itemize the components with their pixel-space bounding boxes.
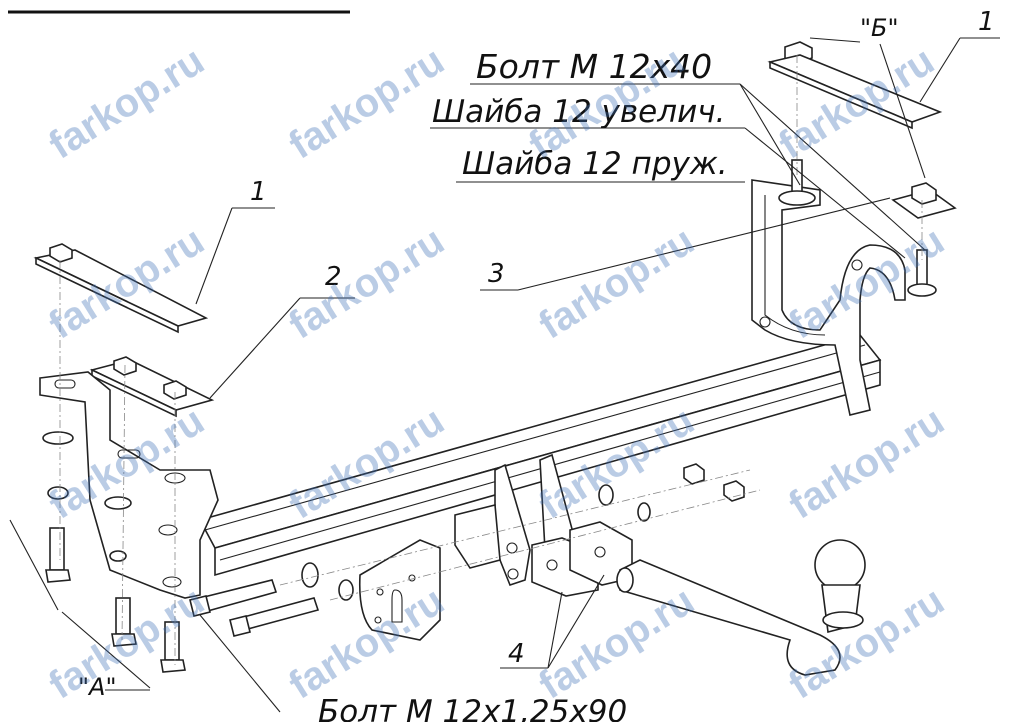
callout-washer-spring: Шайба 12 пруж. [462,146,728,182]
ref-part-3: 3 [488,259,505,289]
plate-2-left [89,356,215,418]
tow-ball [814,539,866,634]
ref-part-2: 2 [325,262,342,292]
left-washers [42,431,132,562]
plate-1-right [767,54,943,130]
right-bolt-upper [778,159,816,206]
watermark-text: farkop.ru [781,398,951,527]
ref-view-a: "А" [78,673,117,701]
watermark-text: farkop.ru [531,578,701,707]
ref-part-4: 4 [508,639,525,669]
right-bracket [751,179,906,416]
ref-part-1-right: 1 [978,7,995,37]
plate-1-left [33,243,209,334]
long-bolts [189,579,320,637]
watermark-text: farkop.ru [281,38,451,167]
watermark-text: farkop.ru [41,38,211,167]
callout-bolt-bottom: Болт М 12х1,25х90 [318,694,627,722]
cross-beam [198,334,882,577]
watermark-text: farkop.ru [281,218,451,347]
right-washer-plate [891,182,957,219]
ball-arm [616,559,841,676]
watermark-text: farkop.ru [41,218,211,347]
callout-bolt-m12x40: Болт М 12х40 [476,47,712,86]
left-side-bracket [39,371,219,599]
assembly-centerlines [59,55,923,665]
ref-view-b: "Б" [860,14,899,42]
socket-plate [358,539,441,641]
left-bolts [45,527,186,673]
ref-part-1-left: 1 [250,177,267,207]
leader-lines [9,37,1000,713]
callout-washer-large: Шайба 12 увелич. [432,94,725,130]
watermark-text: farkop.ru [531,218,701,347]
